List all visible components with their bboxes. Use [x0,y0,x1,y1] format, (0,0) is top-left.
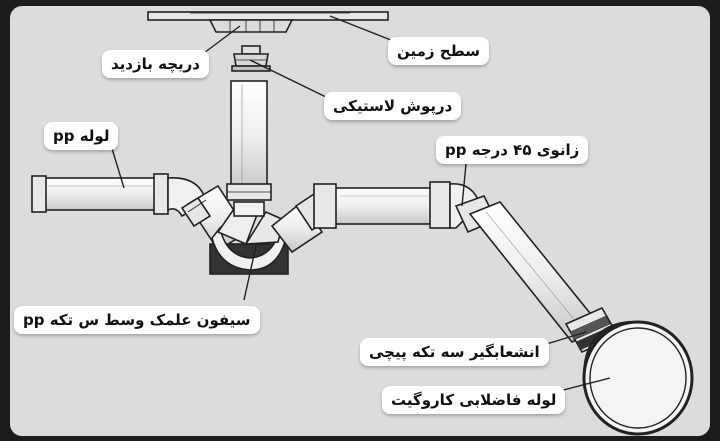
label-corrugated-pipe: لوله فاضلابی کاروگیت [382,386,566,414]
label-floor-surface: سطح زمین [388,37,489,65]
label-pp-pipe: لوله pp [44,122,119,150]
diagram-card: سطح زمین دریچه بازدید درپوش لاستیکی لوله… [10,6,710,436]
siphon-body [209,201,289,275]
pipe-diagram [31,11,694,436]
label-siphon: سیفون علمک وسط س تکه pp [14,306,260,334]
leader-lines [109,15,611,397]
label-rubber-cap: درپوش لاستیکی [324,92,462,120]
label-elbow-45: زانوی ۴۵ درجه pp [436,136,589,164]
label-branch-coupling: انشعابگیر سه تکه پیچی [360,338,549,366]
left-pp-pipe [31,173,207,218]
vertical-pipe [226,80,272,201]
corrugated-pipe [582,320,694,436]
right-horizontal-pipe [313,181,451,229]
label-inspection-hatch: دریچه بازدید [102,50,209,78]
floor-plate [147,11,389,33]
right-diagonal-socket [270,192,332,254]
